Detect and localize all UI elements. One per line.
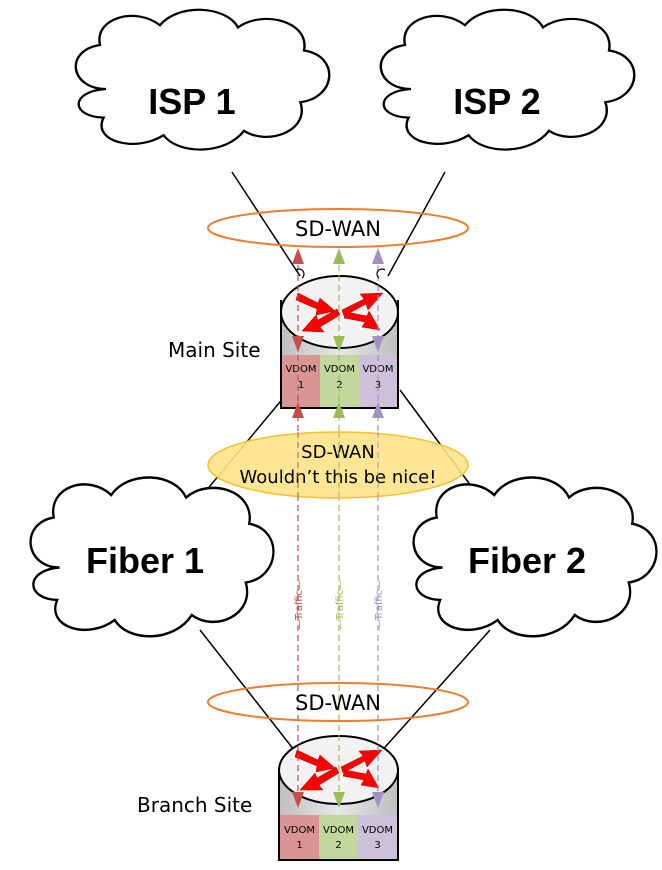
sdwan-ellipse-bottom (207, 682, 469, 722)
sdwan-ellipse-top (207, 208, 469, 248)
main-vdom-1 (282, 355, 320, 407)
arrow-down-icon (372, 336, 384, 352)
branch-vdom-1 (280, 815, 319, 860)
router-arrows-icon (294, 749, 383, 791)
branch-vdom-1-label: VDOM (284, 825, 315, 836)
cloud-fiber1-label: Fiber 1 (86, 540, 204, 581)
branch-vdom-3-label: VDOM (362, 825, 393, 836)
branch-vdom-3 (358, 815, 397, 860)
link-isp1-main (231, 171, 301, 277)
main-vdom-1-number: 1 (298, 380, 304, 391)
branch-vdom-2-label: VDOM (323, 825, 354, 836)
link-fiber1-branch (199, 629, 299, 756)
traffic-label-vdom2: —Traffic— (335, 580, 346, 630)
sdwan-ellipse-middle (207, 431, 469, 499)
arrow-up-icon (372, 402, 384, 418)
link-fiber2-branch (377, 629, 491, 756)
arrow-down-icon (292, 336, 304, 352)
branch-vdom-3-number: 3 (374, 840, 380, 851)
sdwan-label-top: SD-WAN (295, 217, 381, 241)
link-hop-icon (376, 268, 386, 279)
arrow-up-icon (333, 248, 345, 264)
arrow-up-icon (292, 248, 304, 264)
sdwan-note-middle: Wouldn’t this be nice! (240, 467, 437, 488)
traffic-label-vdom1: —Traffic— (294, 580, 305, 630)
main-vdom-1-label: VDOM (285, 364, 316, 375)
traffic-arrows (292, 248, 384, 808)
branch-vdom-1-number: 1 (296, 840, 302, 851)
branch-vdom-2 (319, 815, 358, 860)
branch-site-label: Branch Site (137, 793, 252, 817)
traffic-label-vdom3: —Traffic— (374, 580, 385, 630)
arrow-down-icon (333, 792, 345, 808)
cloud-isp1 (74, 8, 331, 151)
router-arrows-icon (295, 292, 384, 333)
arrow-down-icon (292, 792, 304, 808)
traffic-overlay (297, 432, 379, 498)
branch-vdom-2-number: 2 (335, 840, 341, 851)
arrow-up-icon (372, 248, 384, 264)
arrow-down-icon (333, 336, 345, 352)
link-hop-icon (295, 268, 305, 279)
cloud-fiber2-label: Fiber 2 (468, 540, 586, 581)
arrow-down-icon (372, 792, 384, 808)
sdwan-label-bottom: SD-WAN (295, 691, 381, 715)
link-isp2-main (387, 171, 446, 277)
cloud-isp1-label: ISP 1 (148, 81, 235, 122)
arrow-up-icon (333, 402, 345, 418)
cloud-isp2 (379, 8, 636, 151)
main-site-label: Main Site (168, 338, 261, 362)
cloud-isp2-label: ISP 2 (453, 81, 540, 122)
arrow-up-icon (292, 402, 304, 418)
sdwan-label-middle: SD-WAN (301, 442, 375, 463)
